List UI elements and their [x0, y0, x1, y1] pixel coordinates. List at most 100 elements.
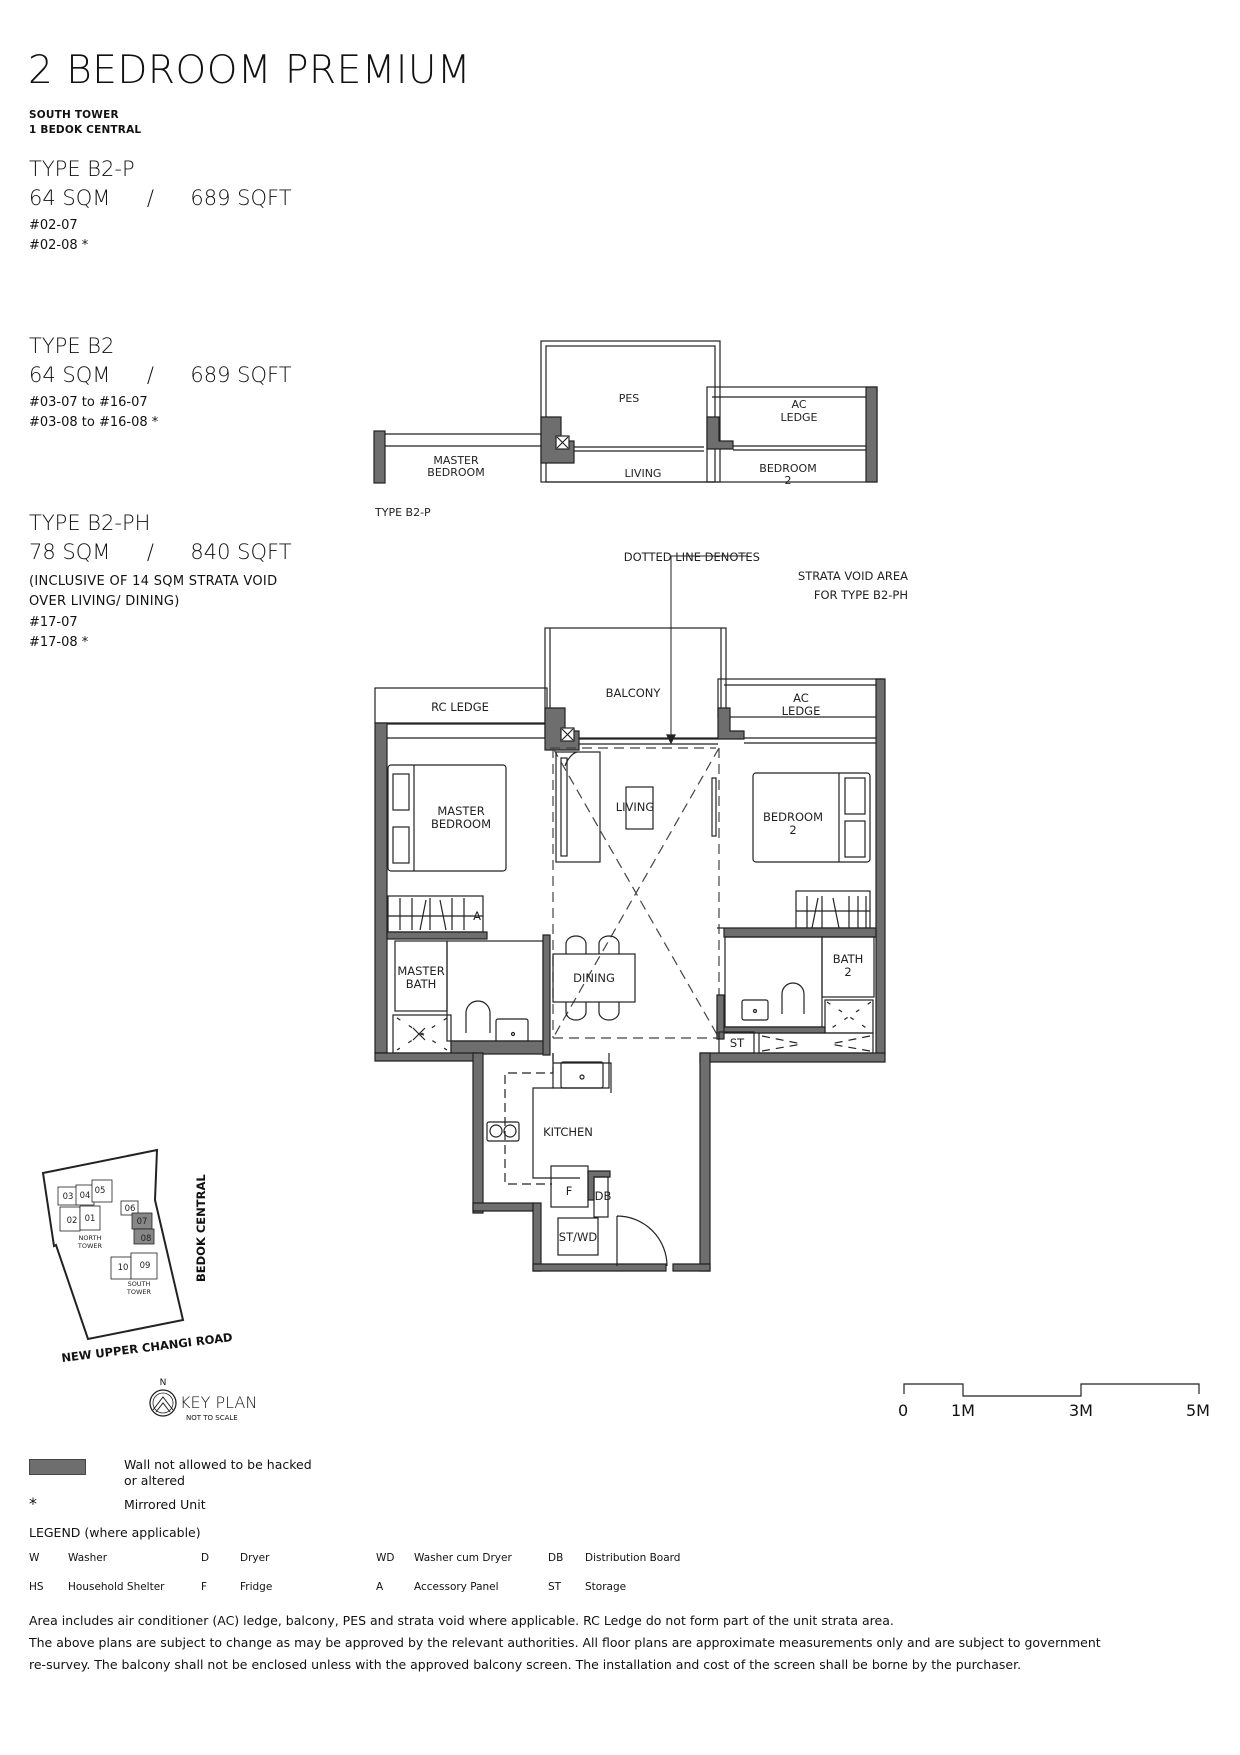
- area-sqft: 689 SQFT: [190, 363, 292, 387]
- area-separator: /: [146, 186, 154, 210]
- unit-number: #03-08 to #16-08 *: [29, 415, 159, 430]
- footer-note: re-survey. The balcony shall not be encl…: [29, 1657, 1022, 1672]
- annotation-line-3: FOR TYPE B2-PH: [814, 588, 908, 602]
- legend-code: A: [376, 1581, 384, 1593]
- legend-label: Washer cum Dryer: [414, 1552, 512, 1564]
- north-label: N: [160, 1378, 167, 1388]
- label-kitchen: KITCHEN: [543, 1125, 593, 1139]
- label-ac: AC: [791, 398, 806, 411]
- label-st-wd: ST/WD: [559, 1230, 598, 1244]
- wall-legend-text-2: or altered: [124, 1473, 185, 1488]
- type-area: 78 SQM / 840 SQFT: [29, 540, 292, 564]
- label-storage: ST: [730, 1036, 745, 1050]
- page-title: 2 BEDROOM PREMIUM: [28, 48, 472, 93]
- type-area: 64 SQM / 689 SQFT: [29, 186, 292, 210]
- label-master-bath: MASTER: [397, 964, 444, 978]
- legend-heading: LEGEND (where applicable): [29, 1525, 201, 1540]
- label-ledge: LEDGE: [780, 411, 817, 424]
- label-master: MASTER: [433, 454, 479, 467]
- area-sqft: 689 SQFT: [190, 186, 292, 210]
- main-plan: [374, 555, 886, 1272]
- footer-note: The above plans are subject to change as…: [29, 1635, 1101, 1650]
- label-pes: PES: [619, 392, 640, 405]
- address: 1 BEDOK CENTRAL: [29, 124, 142, 136]
- wall-legend-text-1: Wall not allowed to be hacked: [124, 1457, 312, 1472]
- svg-text:0: 0: [898, 1401, 908, 1420]
- label-dining: DINING: [573, 971, 615, 985]
- partial-plan-labels: PES AC LEDGE MASTER BEDROOM LIVING BEDRO…: [374, 392, 818, 519]
- svg-text:05: 05: [95, 1186, 106, 1196]
- label-accessory: A: [473, 909, 481, 923]
- area-separator: /: [146, 540, 154, 564]
- key-plan: 03 04 05 02 01 06 07 08 10 09 NORTH TOWE…: [41, 1148, 257, 1422]
- label-bedroom2-num: 2: [785, 474, 792, 487]
- svg-text:10: 10: [118, 1263, 129, 1273]
- svg-text:SOUTH: SOUTH: [128, 1280, 151, 1288]
- legend-label: Accessory Panel: [414, 1581, 499, 1593]
- area-sqm: 64 SQM: [29, 186, 111, 210]
- footer-note: Area includes air conditioner (AC) ledge…: [29, 1613, 894, 1628]
- area-sqm: 78 SQM: [29, 540, 111, 564]
- legend-code: ST: [548, 1581, 562, 1593]
- label-rc-ledge: RC LEDGE: [431, 700, 489, 714]
- area-sqm: 64 SQM: [29, 363, 111, 387]
- legend-label: Storage: [585, 1581, 627, 1593]
- label-bath2: BATH: [833, 952, 864, 966]
- unit-number: #02-08 *: [29, 238, 89, 253]
- label-bath: BATH: [406, 977, 437, 991]
- label-ac: AC: [793, 691, 809, 705]
- svg-text:NORTH: NORTH: [79, 1234, 102, 1242]
- scale-bar: [903, 1383, 1200, 1397]
- label-bedroom2: BEDROOM: [759, 462, 816, 475]
- key-plan-subtitle: NOT TO SCALE: [186, 1414, 238, 1422]
- svg-text:04: 04: [80, 1191, 91, 1201]
- legend-code: WD: [376, 1552, 395, 1564]
- main-plan-labels: DOTTED LINE DENOTES STRATA VOID AREA FOR…: [397, 550, 908, 1244]
- legend-label: Household Shelter: [68, 1581, 165, 1593]
- legend-label: Washer: [68, 1552, 108, 1564]
- label-bedroom: BEDROOM: [431, 817, 491, 831]
- legend-label: Fridge: [240, 1581, 273, 1593]
- svg-text:03: 03: [63, 1192, 74, 1202]
- legend-code: W: [29, 1552, 40, 1564]
- partial-plan-caption: TYPE B2-P: [374, 506, 431, 519]
- mirrored-symbol: *: [29, 1494, 37, 1513]
- area-sqft: 840 SQFT: [190, 540, 292, 564]
- svg-text:TOWER: TOWER: [77, 1242, 103, 1250]
- label-master: MASTER: [437, 804, 484, 818]
- label-bedroom2: BEDROOM: [763, 810, 823, 824]
- label-balcony: BALCONY: [606, 686, 662, 700]
- svg-text:5M: 5M: [1186, 1401, 1210, 1420]
- svg-text:07: 07: [137, 1217, 148, 1227]
- label-living: LIVING: [625, 467, 662, 480]
- label-ledge: LEDGE: [782, 704, 821, 718]
- unit-number: #03-07 to #16-07: [29, 395, 148, 410]
- label-living: LIVING: [616, 800, 655, 814]
- legend-code: DB: [548, 1552, 564, 1564]
- svg-text:09: 09: [140, 1261, 151, 1271]
- label-bedroom: BEDROOM: [427, 466, 484, 479]
- tower-name: SOUTH TOWER: [29, 109, 119, 121]
- legend-code: F: [201, 1581, 208, 1593]
- type-note: (INCLUSIVE OF 14 SQM STRATA VOID: [29, 574, 278, 589]
- scale-labels: 0 1M 3M 5M: [898, 1401, 1210, 1420]
- wall-swatch: [29, 1459, 86, 1475]
- type-name: TYPE B2: [29, 334, 115, 358]
- type-area: 64 SQM / 689 SQFT: [29, 363, 292, 387]
- legend-code: D: [201, 1552, 210, 1564]
- svg-text:1M: 1M: [951, 1401, 975, 1420]
- svg-text:TOWER: TOWER: [126, 1288, 152, 1296]
- legend-label: Dryer: [240, 1552, 270, 1564]
- annotation-line-1: DOTTED LINE DENOTES: [624, 550, 760, 564]
- label-db: DB: [595, 1189, 612, 1203]
- svg-text:02: 02: [67, 1216, 78, 1226]
- unit-number: #17-07: [29, 615, 78, 630]
- unit-number: #17-08 *: [29, 635, 89, 650]
- road-bedok-central: BEDOK CENTRAL: [194, 1174, 208, 1282]
- label-fridge: F: [566, 1184, 573, 1198]
- svg-text:06: 06: [125, 1204, 136, 1214]
- svg-text:01: 01: [85, 1214, 96, 1224]
- area-separator: /: [146, 363, 154, 387]
- legend-code: HS: [29, 1581, 44, 1593]
- key-plan-title: KEY PLAN: [180, 1393, 257, 1412]
